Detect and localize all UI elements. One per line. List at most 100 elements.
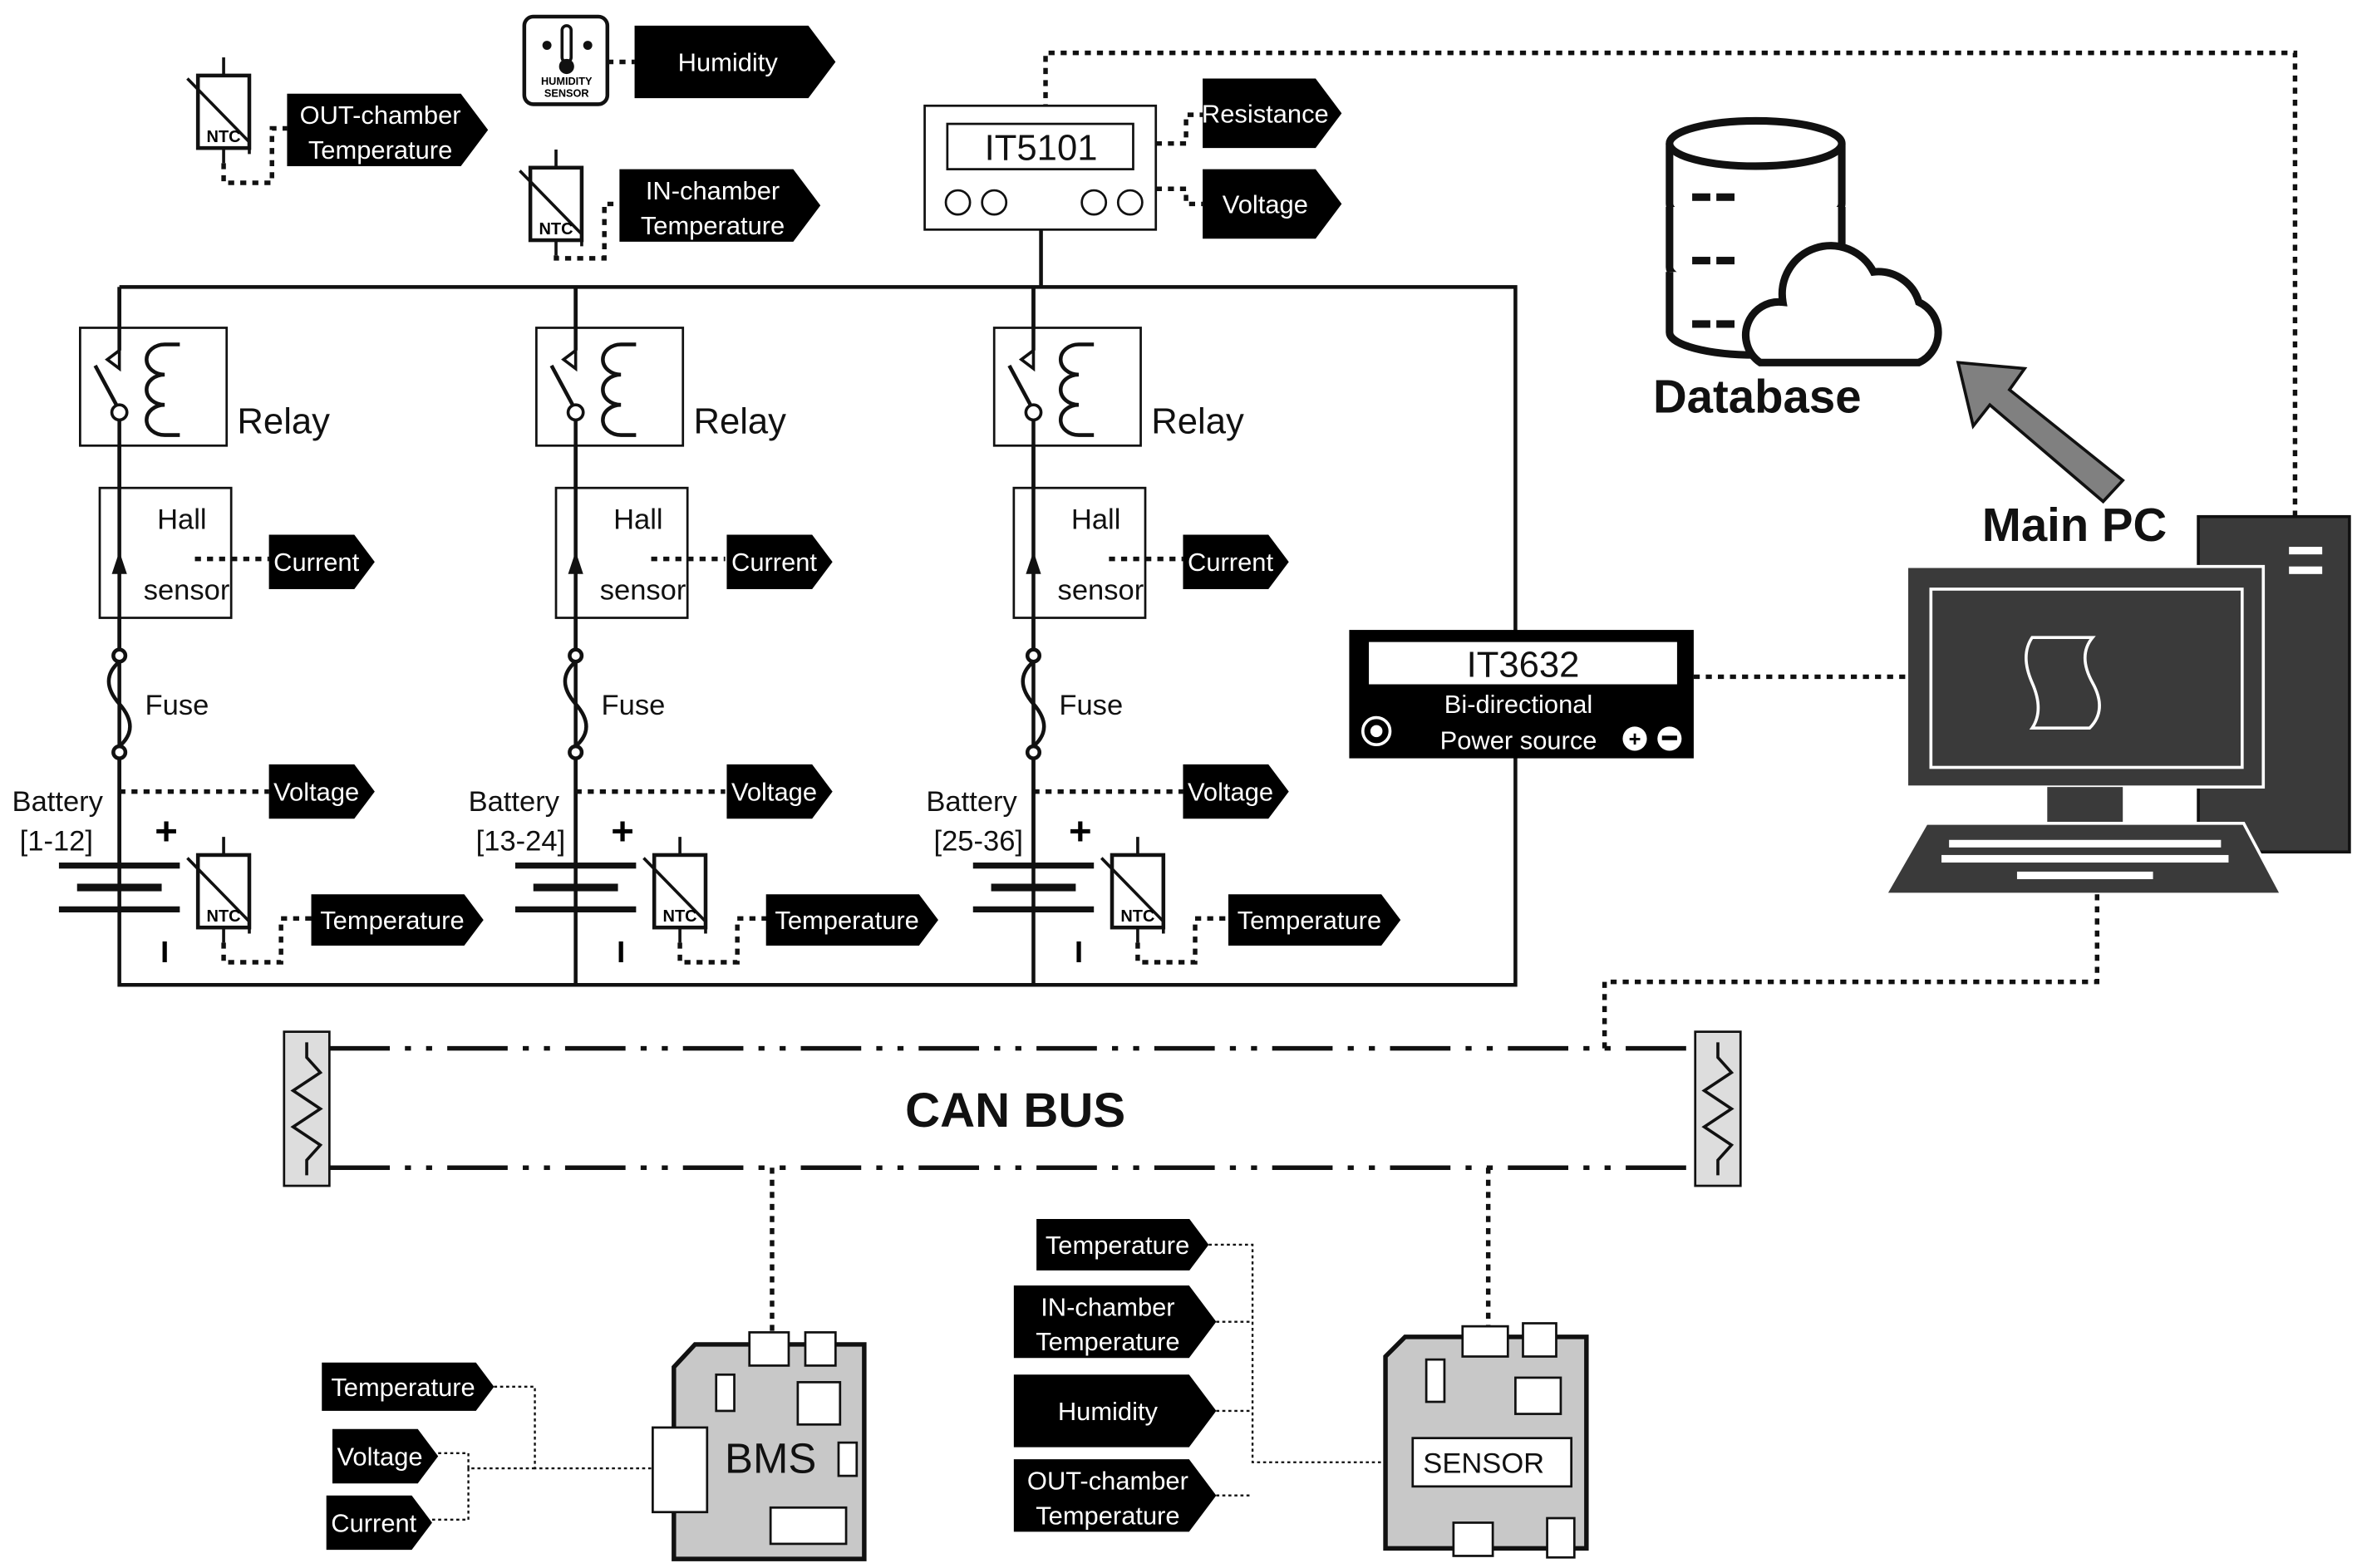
signal-tag-label: Temperature (775, 906, 918, 935)
signal-tag-voltage-3: Voltage (1183, 764, 1289, 819)
signal-tag-label: Current (331, 1508, 416, 1537)
signal-tag-voltage-1: Voltage (268, 764, 375, 819)
humidity-sensor-text: SENSOR (544, 86, 589, 99)
signal-tag-bms-voltage: Voltage (332, 1428, 439, 1484)
signal-tag-label: IN-chamber (646, 176, 780, 205)
sensor-board-icon: SENSOR (1208, 1243, 1589, 1559)
hall-label: sensor (600, 575, 686, 607)
hall-label: Hall (1071, 504, 1121, 535)
it5101-label: IT5101 (985, 129, 1098, 169)
signal-tag-label: Voltage (1223, 189, 1308, 219)
battery-icon (972, 863, 1095, 913)
signal-tag-label: Temperature (641, 211, 785, 240)
signal-tag-label: Temperature (1036, 1501, 1179, 1530)
ntc-label: NTC (1120, 907, 1154, 926)
signal-tag-bms-temperature: Temperature (322, 1362, 495, 1411)
ntc-thermistor-icon: NTC (186, 57, 288, 185)
ntc-label: NTC (663, 907, 697, 926)
fuse-label: Fuse (602, 690, 666, 721)
battery-range: [13-24] (476, 825, 566, 857)
relay-icon (992, 287, 1142, 447)
signal-tag-label: OUT-chamber (300, 101, 461, 130)
battery-icon (514, 863, 637, 913)
signal-tag-current-2: Current (726, 534, 833, 589)
it3632-line2: Power source (1440, 726, 1597, 755)
bms-board-icon: BMS (431, 1331, 867, 1561)
signal-tag-humidity-top: Humidity (634, 25, 836, 99)
battery-label: Battery (926, 786, 1017, 818)
humidity-sensor-icon: HUMIDITY SENSOR (522, 14, 635, 106)
hall-label: sensor (144, 575, 230, 607)
signal-tag-label: IN-chamber (1041, 1292, 1174, 1321)
termination-resistor-icon (283, 1030, 331, 1187)
hall-sensor-icon: Hall sensor (1012, 420, 1147, 650)
relay-label: Relay (693, 402, 786, 442)
signal-tag-sensor-humidity: Humidity (1013, 1374, 1217, 1448)
signal-tag-voltage-2: Voltage (726, 764, 833, 819)
signal-tag-label: Temperature (308, 135, 452, 165)
hall-label: Hall (613, 504, 663, 535)
ntc-label: NTC (207, 907, 241, 926)
ntc-label: NTC (207, 128, 241, 146)
battery-icon (58, 863, 180, 913)
database-label: Database (1653, 370, 1862, 422)
main-pc-label: Main PC (1982, 499, 2167, 551)
ntc-label: NTC (539, 220, 573, 238)
minus-terminal: I (1075, 935, 1083, 969)
termination-resistor-icon (1694, 1030, 1742, 1187)
ntc-thermistor-icon: NTC (186, 837, 312, 965)
fuse-label: Fuse (1059, 690, 1123, 721)
battery-label: Battery (12, 786, 104, 818)
signal-tag-bms-current: Current (326, 1495, 432, 1551)
signal-tag-label: Humidity (1058, 1397, 1159, 1426)
can-bus: CAN BUS (283, 1030, 1742, 1187)
battery-range: [1-12] (20, 825, 93, 857)
signal-tag-label: Temperature (1238, 906, 1381, 935)
relay-label: Relay (237, 402, 330, 442)
signal-tag-label: Current (731, 548, 817, 577)
database-cloud-icon: Database (1653, 116, 1942, 422)
signal-tag-label: Temperature (1046, 1231, 1189, 1260)
signal-tag-temperature-2: Temperature (765, 894, 938, 946)
hall-label: Hall (157, 504, 207, 535)
signal-tag-label: Voltage (273, 777, 359, 806)
signal-tag-sensor-temperature: Temperature (1036, 1219, 1209, 1271)
humidity-sensor-text: HUMIDITY (541, 75, 593, 87)
signal-tag-current-1: Current (268, 534, 375, 589)
it5101-instrument: IT5101 (923, 104, 1203, 231)
signal-tag-label: Humidity (678, 47, 779, 76)
hall-sensor-icon: Hall sensor (98, 420, 233, 650)
it3632-label: IT3632 (1467, 645, 1580, 685)
signal-tag-resistance: Resistance (1202, 78, 1342, 149)
signal-tag-label: Voltage (731, 777, 817, 806)
hall-sensor-icon: Hall sensor (554, 420, 689, 650)
plus-terminal: + (1069, 809, 1092, 853)
signal-tag-temperature-3: Temperature (1228, 894, 1401, 946)
upload-arrow-icon (1956, 361, 2125, 504)
fuse-label: Fuse (145, 690, 209, 721)
hall-label: sensor (1058, 575, 1144, 607)
signal-tag-current-3: Current (1183, 534, 1289, 589)
bms-label: BMS (725, 1434, 816, 1482)
signal-tag-voltage-it5101: Voltage (1203, 169, 1342, 239)
signal-tag-label: Current (273, 548, 359, 577)
communication-links (770, 50, 2298, 1333)
main-circuit (117, 229, 1518, 987)
can-bus-label: CAN BUS (905, 1084, 1125, 1138)
fuse-icon (1021, 647, 1046, 760)
ntc-thermistor-icon: NTC (642, 837, 768, 965)
it3632-line1: Bi-directional (1444, 690, 1593, 719)
signal-tag-label: OUT-chamber (1027, 1466, 1188, 1495)
minus-terminal: I (617, 935, 625, 969)
signal-tag-label: Temperature (320, 906, 464, 935)
ntc-thermistor-icon: NTC (519, 149, 620, 261)
signal-tag-temperature-1: Temperature (311, 894, 484, 946)
plus-terminal: + (611, 809, 634, 853)
